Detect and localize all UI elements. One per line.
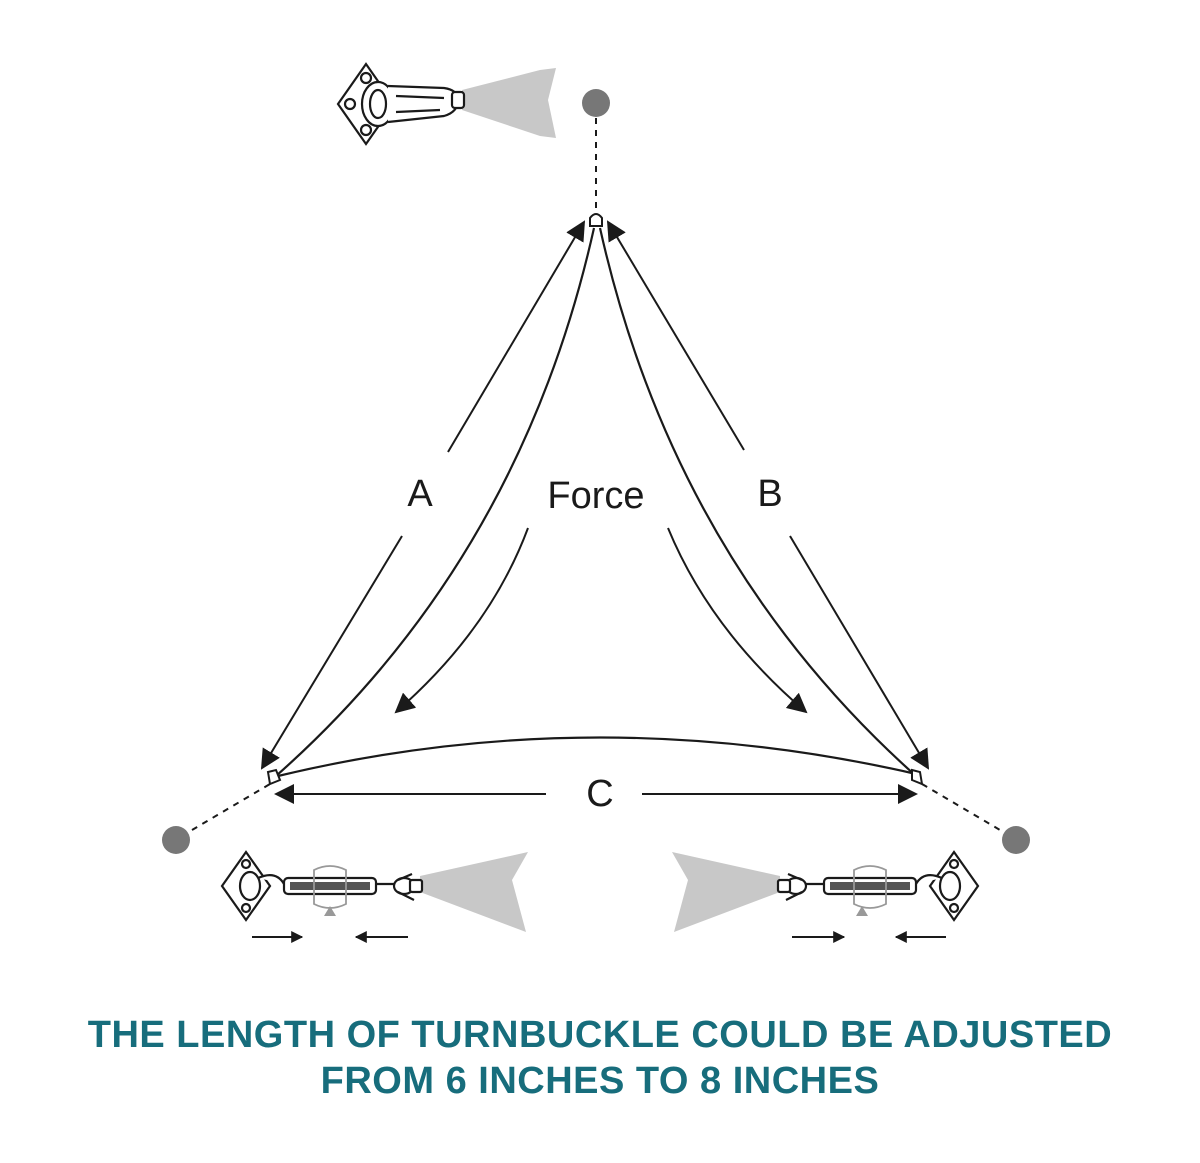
sail-outline [275, 227, 917, 778]
dimension-arrow-b-upper [606, 220, 745, 451]
pad-eye-snap-hook-icon [336, 62, 556, 146]
corner-ring-left [266, 768, 282, 786]
label-b: B [757, 473, 783, 515]
dimension-arrow-b-lower [789, 535, 930, 770]
dimension-arrow-a-lower [260, 535, 403, 770]
corner-ring-top [589, 213, 603, 227]
label-force: Force [547, 475, 645, 517]
caption-line-2: FROM 6 INCHES TO 8 INCHES [320, 1060, 880, 1102]
dashed-line-right [921, 783, 1001, 831]
anchor-point-right [1002, 826, 1030, 854]
corner-ring-right [911, 768, 924, 786]
force-arrow-left [394, 527, 529, 714]
force-arrow-right [667, 527, 808, 714]
label-c: C [586, 773, 614, 815]
label-a: A [407, 473, 433, 515]
anchor-point-left [162, 826, 190, 854]
caption-line-1: THE LENGTH OF TURNBUCKLE COULD BE ADJUST… [87, 1014, 1113, 1056]
pad-eye-turnbuckle-icon [672, 850, 980, 932]
dimension-arrow-a-upper [447, 220, 586, 453]
pad-eye-turnbuckle-icon [220, 850, 528, 932]
anchor-point-top [582, 89, 610, 117]
dashed-line-left [191, 783, 271, 831]
